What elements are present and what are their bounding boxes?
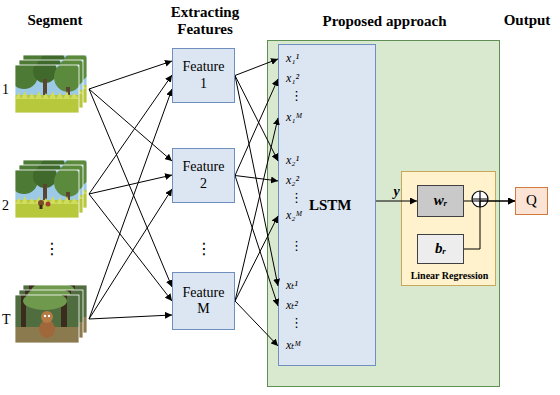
regression-box: Linear Regression wᵣ bᵣ <box>401 171 496 286</box>
sum-symbol <box>472 191 488 207</box>
connector <box>235 301 278 346</box>
approach-region-text: Proposed approach <box>268 13 501 30</box>
weight-box-text: wᵣ <box>434 192 447 209</box>
output-box: Q <box>515 187 548 215</box>
lstm-box-text: ⋮ <box>290 89 303 104</box>
ellipsis-mark: ⋮ <box>192 240 216 258</box>
lstm-box-text: x₂¹ <box>286 154 299 168</box>
lstm-box-text: xₜᴹ <box>286 339 301 353</box>
segment-frames <box>23 160 87 208</box>
segment-arrows <box>89 61 172 89</box>
feature-box-text: Feature 2 <box>179 159 229 191</box>
segment-arrows <box>89 61 172 319</box>
connector <box>235 176 278 306</box>
column-heading: Extracting Features <box>155 4 255 39</box>
segment-frames <box>19 165 83 213</box>
connector <box>235 59 278 76</box>
segment-arrows <box>89 189 172 319</box>
segment-frames <box>18 154 90 208</box>
connector <box>235 76 278 286</box>
segment-frames <box>15 170 79 218</box>
connector <box>235 118 278 301</box>
segment-frames <box>14 159 86 213</box>
segment-frames <box>10 59 82 113</box>
connector <box>235 176 278 181</box>
segment-frames <box>23 282 87 333</box>
feature-box: Feature M <box>172 272 235 330</box>
lstm-box-text: xₜ¹ <box>286 279 298 293</box>
bias-box: bᵣ <box>417 234 464 264</box>
column-heading: Segment <box>10 12 100 29</box>
feature-box-text: Feature 1 <box>179 59 229 91</box>
bias-box-text: bᵣ <box>435 240 446 257</box>
connector <box>235 79 278 176</box>
sum-symbol <box>472 191 488 207</box>
segment-arrows <box>89 89 172 161</box>
lstm-box-text: ⋮ <box>290 191 303 206</box>
segment-frames <box>23 285 87 333</box>
segment-arrows <box>89 75 172 194</box>
approach-region: Proposed approachx₁¹x₁²⋮x₁ᴹx₂¹x₂²⋮x₂ᴹ⋮xₜ… <box>267 40 500 387</box>
segment-frames <box>19 60 83 108</box>
lstm-box-text: x₁² <box>286 72 299 86</box>
segment-arrows <box>89 194 172 301</box>
sum-symbol <box>472 191 488 207</box>
lstm-box-text: LSTM <box>309 197 352 214</box>
lstm-box-text: xₜ² <box>286 299 298 313</box>
segment-number: 1 <box>2 82 9 98</box>
connector <box>235 216 278 301</box>
segment-frames <box>15 65 79 113</box>
segment-number: 2 <box>2 198 9 214</box>
weight-box: wᵣ <box>417 185 464 217</box>
segment-frames <box>18 49 90 103</box>
lstm-box-text: x₂² <box>286 174 299 188</box>
column-heading: Output <box>497 12 557 29</box>
lstm-box-text: ⋮ <box>290 239 303 254</box>
connector <box>235 76 278 161</box>
lstm-box: x₁¹ x₁² ⋮ x₁ᴹ x₂¹ x₂² ⋮ x₂ᴹ ⋮ xₜ¹ xₜ² ⋮ xₜᴹ LSTM <box>278 44 376 366</box>
connector <box>376 201 417 202</box>
lstm-box-text: ⋮ <box>290 316 303 331</box>
segment-frames <box>14 54 86 108</box>
lstm-box-text: x₁¹ <box>286 52 299 66</box>
segment-arrows <box>89 89 172 319</box>
feature-box: Feature 1 <box>172 48 235 103</box>
connector <box>464 201 515 202</box>
segment-frames <box>15 292 79 343</box>
segment-frames <box>19 287 83 338</box>
regression-box-text: Linear Regression <box>402 270 497 282</box>
segment-frames <box>15 295 79 343</box>
segment-arrows <box>89 175 172 194</box>
segment-number: T <box>2 312 11 328</box>
lstm-box-text: x₂ᴹ <box>286 209 302 223</box>
output-box-text: Q <box>526 192 537 209</box>
lstm-box-text: x₁ᴹ <box>286 111 302 125</box>
segment-frames <box>19 290 83 338</box>
segment-frames <box>10 164 82 218</box>
edge-label: y <box>393 184 399 200</box>
segment-arrows <box>89 89 172 287</box>
ellipsis-mark: ⋮ <box>40 240 64 258</box>
connector <box>464 201 515 249</box>
feature-box: Feature 2 <box>172 148 235 203</box>
feature-box-text: Feature M <box>179 285 229 317</box>
segment-frames <box>23 55 87 103</box>
segment-frames <box>10 49 90 343</box>
segment-arrows <box>89 315 172 319</box>
